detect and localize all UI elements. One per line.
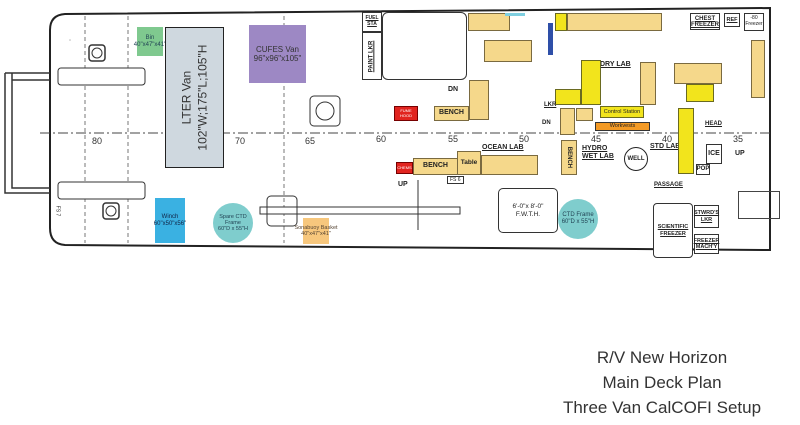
sonabuoy-dims: 40"x47"x41" <box>301 231 331 237</box>
bench-block <box>640 62 656 105</box>
bench-block <box>484 40 532 62</box>
minus-80-freezer: -80 Freezer <box>744 13 764 31</box>
title-deck: Main Deck Plan <box>602 373 722 392</box>
frame-number: 45 <box>591 134 602 144</box>
workvests: Workvests <box>595 122 650 131</box>
blue-panel <box>548 23 553 55</box>
ice-machine: ICE <box>706 144 722 164</box>
bench-label: BENCH <box>566 146 573 169</box>
stairs-up-label: UP <box>398 181 408 188</box>
lter-van-dims: 102"W;175"L;105"H <box>194 44 209 151</box>
ctd-frame-label: CTD Frame <box>562 212 594 219</box>
bin-dims: 40"x47"x41" <box>133 41 167 48</box>
scientific-freezer: SCIENTIFIC FREEZER <box>653 203 693 258</box>
bench-block <box>567 13 662 31</box>
lter-van: LTER Van 102"W;175"L;105"H <box>165 27 224 168</box>
frame-number: 40 <box>662 134 673 144</box>
table: Table <box>457 151 481 175</box>
refrigerator: REF <box>724 13 740 27</box>
bench-block <box>560 108 575 135</box>
paint-locker-label: PAINT LKR <box>368 40 375 72</box>
fs7-label: FS 7 <box>54 205 61 217</box>
cufes-van-label: CUFES Van <box>256 44 299 54</box>
bin-label: Bin <box>145 34 155 41</box>
chem-storage: CHEMS <box>396 162 413 174</box>
fs6-label: FS 6 <box>447 176 464 184</box>
fwth-dims: 6'-0"x 8'-0" <box>512 203 544 211</box>
bench-block <box>555 13 567 31</box>
bench: BENCH <box>434 106 469 121</box>
frame-number: 60 <box>376 134 387 144</box>
head-label: HEAD <box>705 121 723 127</box>
locker-label: LKR <box>544 102 557 108</box>
stairs-up-label: UP <box>735 150 745 157</box>
frame-number: 65 <box>305 136 316 146</box>
fresh-water-tank: 6'-0"x 8'-0"F.W.T.H. <box>498 188 558 233</box>
sink <box>505 13 525 16</box>
passage-label: PASSAGE <box>654 182 683 188</box>
bench-block <box>576 108 593 121</box>
bench-block <box>468 13 510 31</box>
spare-ctd-label: Spare CTD Frame <box>219 213 247 226</box>
dry-lab-bench <box>581 60 601 105</box>
bench: BENCH <box>561 140 577 175</box>
frame-number: 80 <box>92 136 103 146</box>
bench-block <box>469 80 489 120</box>
title-vessel: R/V New Horizon <box>596 348 728 367</box>
dry-lab-bench <box>555 89 581 105</box>
control-station: Control Station <box>600 106 644 118</box>
frame-number: 35 <box>733 134 744 144</box>
freezer-machinery: FREEZER MACH'Y <box>694 234 719 254</box>
frame-number: 50 <box>519 134 530 144</box>
stewards-locker: STWRD'S LKR <box>694 205 719 228</box>
dry-lab-label: DRY LAB <box>600 61 631 68</box>
std-lab-bench <box>678 108 694 174</box>
spare-ctd-dims: 60"D x 55"H <box>218 226 248 233</box>
sonabuoy-label: Sonabuoy Basket <box>294 224 338 231</box>
bench: BENCH <box>413 158 458 175</box>
winch-label: Winch <box>161 213 179 220</box>
lter-van-label: LTER Van <box>178 70 193 125</box>
stair-room <box>382 12 467 80</box>
mess-table <box>738 191 780 219</box>
ocean-lab-bench <box>481 155 538 175</box>
stairs-down-label: DN <box>542 120 551 126</box>
paint-locker: PAINT LKR <box>362 32 382 80</box>
winch-dims: 60"x50"x56" <box>153 220 187 227</box>
stairs-down-label: DN <box>448 86 459 93</box>
std-lab-label: STD LAB <box>650 143 681 150</box>
well: WELL <box>624 147 648 171</box>
fume-hood: FUME HOOD <box>394 106 418 121</box>
bench-block <box>674 63 722 84</box>
frame-number: 55 <box>448 134 459 144</box>
bench-block <box>751 40 765 98</box>
frame-number: 70 <box>235 136 246 146</box>
fwth-label: F.W.T.H. <box>515 210 541 218</box>
hydro-wet-lab-label: HYDRO WET LAB <box>582 145 614 161</box>
chest-freezer: CHEST FREEZER <box>690 13 720 30</box>
pop-machine: POP <box>696 164 710 175</box>
fuel-station: FUEL STA <box>362 12 382 32</box>
bench-block <box>686 84 714 102</box>
title-setup: Three Van CalCOFI Setup <box>562 398 762 417</box>
cufes-van-dims: 96"x96"x105" <box>253 54 302 63</box>
ctd-frame-dims: 60"D x 55"H <box>561 219 595 225</box>
ocean-lab-label: OCEAN LAB <box>482 144 524 151</box>
